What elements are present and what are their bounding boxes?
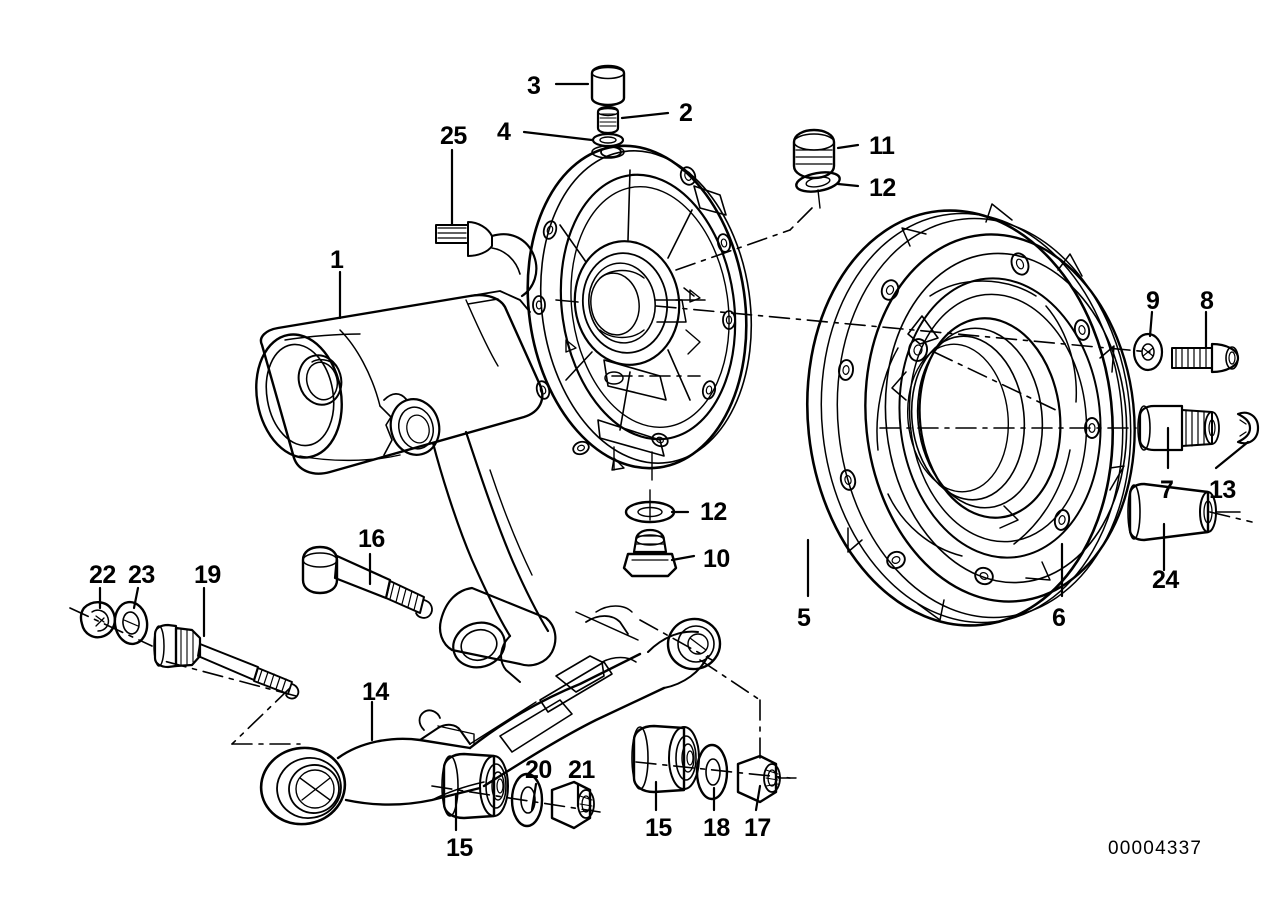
final-drive-housing — [255, 290, 557, 683]
centreline-mount-left — [431, 785, 601, 813]
callout-17[interactable]: 17 — [744, 814, 771, 842]
callout-3[interactable]: 3 — [527, 72, 541, 100]
leader-12a — [836, 182, 860, 188]
input-shaft-flange — [435, 221, 538, 298]
callout-5[interactable]: 5 — [797, 604, 811, 632]
callout-24[interactable]: 24 — [1152, 566, 1179, 594]
centreline-filler-drop — [789, 207, 813, 231]
callout-12-filler[interactable]: 12 — [869, 174, 896, 202]
callout-16[interactable]: 16 — [358, 525, 385, 553]
callout-1[interactable]: 1 — [330, 246, 344, 274]
filler-plug-assembly — [792, 128, 841, 209]
callout-18[interactable]: 18 — [703, 814, 730, 842]
callout-4[interactable]: 4 — [497, 118, 511, 146]
stud-bolt-19 — [153, 623, 300, 700]
leader-10 — [670, 554, 696, 562]
leader-23 — [132, 586, 140, 610]
callout-19[interactable]: 19 — [194, 561, 221, 589]
leader-13 — [1214, 440, 1250, 470]
callout-14[interactable]: 14 — [362, 678, 389, 706]
callout-9[interactable]: 9 — [1146, 287, 1160, 315]
leader-20 — [530, 782, 538, 812]
callout-15-left[interactable]: 15 — [446, 834, 473, 862]
wheel-hub-carrier — [805, 203, 1136, 627]
hex-bolt-16 — [301, 545, 433, 619]
dowel-pin-24 — [1127, 482, 1241, 542]
vent-valve-stack — [590, 64, 626, 159]
leader-2 — [620, 111, 670, 120]
leader-17 — [754, 784, 762, 812]
callout-22[interactable]: 22 — [89, 561, 116, 589]
centreline-mount-right-axis — [635, 761, 791, 779]
centreline-stud-lower — [231, 687, 291, 745]
centreline-washers — [69, 607, 153, 647]
leader-4 — [522, 130, 594, 142]
bush-circlip-7-13 — [1137, 404, 1260, 452]
callout-20[interactable]: 20 — [525, 756, 552, 784]
callout-8[interactable]: 8 — [1200, 287, 1214, 315]
callout-2[interactable]: 2 — [679, 99, 693, 127]
trailing-arm-14 — [259, 605, 722, 826]
callout-10[interactable]: 10 — [703, 545, 730, 573]
centreline-mount-right-upper — [699, 659, 761, 701]
callout-23[interactable]: 23 — [128, 561, 155, 589]
leader-9 — [1148, 310, 1154, 338]
callout-25[interactable]: 25 — [440, 122, 467, 150]
centreline-filler — [675, 229, 791, 271]
drain-plug-assembly — [622, 489, 678, 578]
leader-11 — [836, 143, 860, 150]
callout-21[interactable]: 21 — [568, 756, 595, 784]
flat-washer-23 — [113, 600, 149, 646]
mount-hardware-left — [441, 752, 595, 830]
centreline-stud-long — [159, 659, 297, 697]
centreline-arm-right — [639, 619, 713, 661]
callout-6[interactable]: 6 — [1052, 604, 1066, 632]
differential-cover — [526, 144, 753, 481]
callout-11[interactable]: 11 — [869, 132, 895, 160]
bolt-washer-8-9 — [1132, 332, 1240, 374]
callout-13[interactable]: 13 — [1209, 476, 1236, 504]
diagram-id-label: 00004337 — [1108, 838, 1203, 859]
centreline-upper-bolt — [655, 305, 1151, 353]
callout-12-drain[interactable]: 12 — [700, 498, 727, 526]
centreline-hub — [933, 351, 1061, 413]
leader-lines — [98, 82, 1250, 832]
callout-7[interactable]: 7 — [1160, 476, 1174, 504]
lock-washer-22 — [79, 601, 116, 639]
centreline-dowel — [1209, 511, 1253, 523]
callout-15-right[interactable]: 15 — [645, 814, 672, 842]
